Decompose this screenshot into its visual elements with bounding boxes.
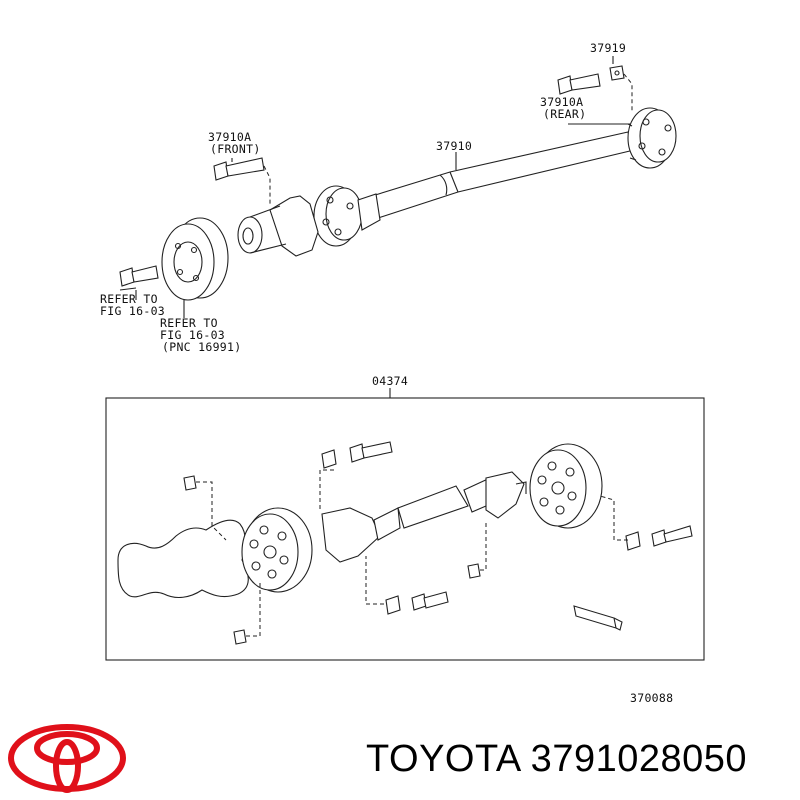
front-yoke xyxy=(237,195,319,257)
toyota-logo-icon xyxy=(8,724,126,793)
label-refer-2-line2: FIG 16-03 xyxy=(160,328,226,342)
rear-bolt xyxy=(557,65,633,112)
label-rear-note: (REAR) xyxy=(543,107,587,121)
label-refer-1-line2: FIG 16-03 xyxy=(100,304,166,318)
label-diagram-code: 370088 xyxy=(630,691,674,705)
flange-bolt xyxy=(119,265,159,291)
companion-flange xyxy=(161,217,229,301)
kit-rear-yoke xyxy=(485,471,527,519)
label-refer-2-line1: REFER TO xyxy=(160,316,218,330)
brand-part-number: TOYOTA 3791028050 xyxy=(366,738,748,780)
label-refer-1-line1: REFER TO xyxy=(100,292,158,306)
label-refer-2-line3: (PNC 16991) xyxy=(162,340,242,354)
rear-flexible-joint xyxy=(627,107,677,169)
label-part-37910a-front: 37910A xyxy=(208,130,252,144)
kit-flexible-coupling-right xyxy=(529,443,603,529)
label-front-note: (FRONT) xyxy=(210,142,261,156)
kit-bolts-nuts xyxy=(183,441,693,645)
label-part-37910a-rear: 37910A xyxy=(540,95,584,109)
kit-shaft xyxy=(397,477,501,529)
exploded-view-drawing xyxy=(105,56,705,661)
front-flexible-joint xyxy=(313,185,381,247)
kit-yoke xyxy=(321,507,401,563)
label-part-37910: 37910 xyxy=(436,139,473,153)
label-part-37919: 37919 xyxy=(590,41,627,55)
front-bolt xyxy=(213,157,271,204)
kit-flange-outline xyxy=(117,519,249,599)
kit-flexible-coupling-left xyxy=(241,507,313,593)
propeller-shaft-tube xyxy=(371,131,635,219)
label-kit-04374: 04374 xyxy=(372,374,409,388)
